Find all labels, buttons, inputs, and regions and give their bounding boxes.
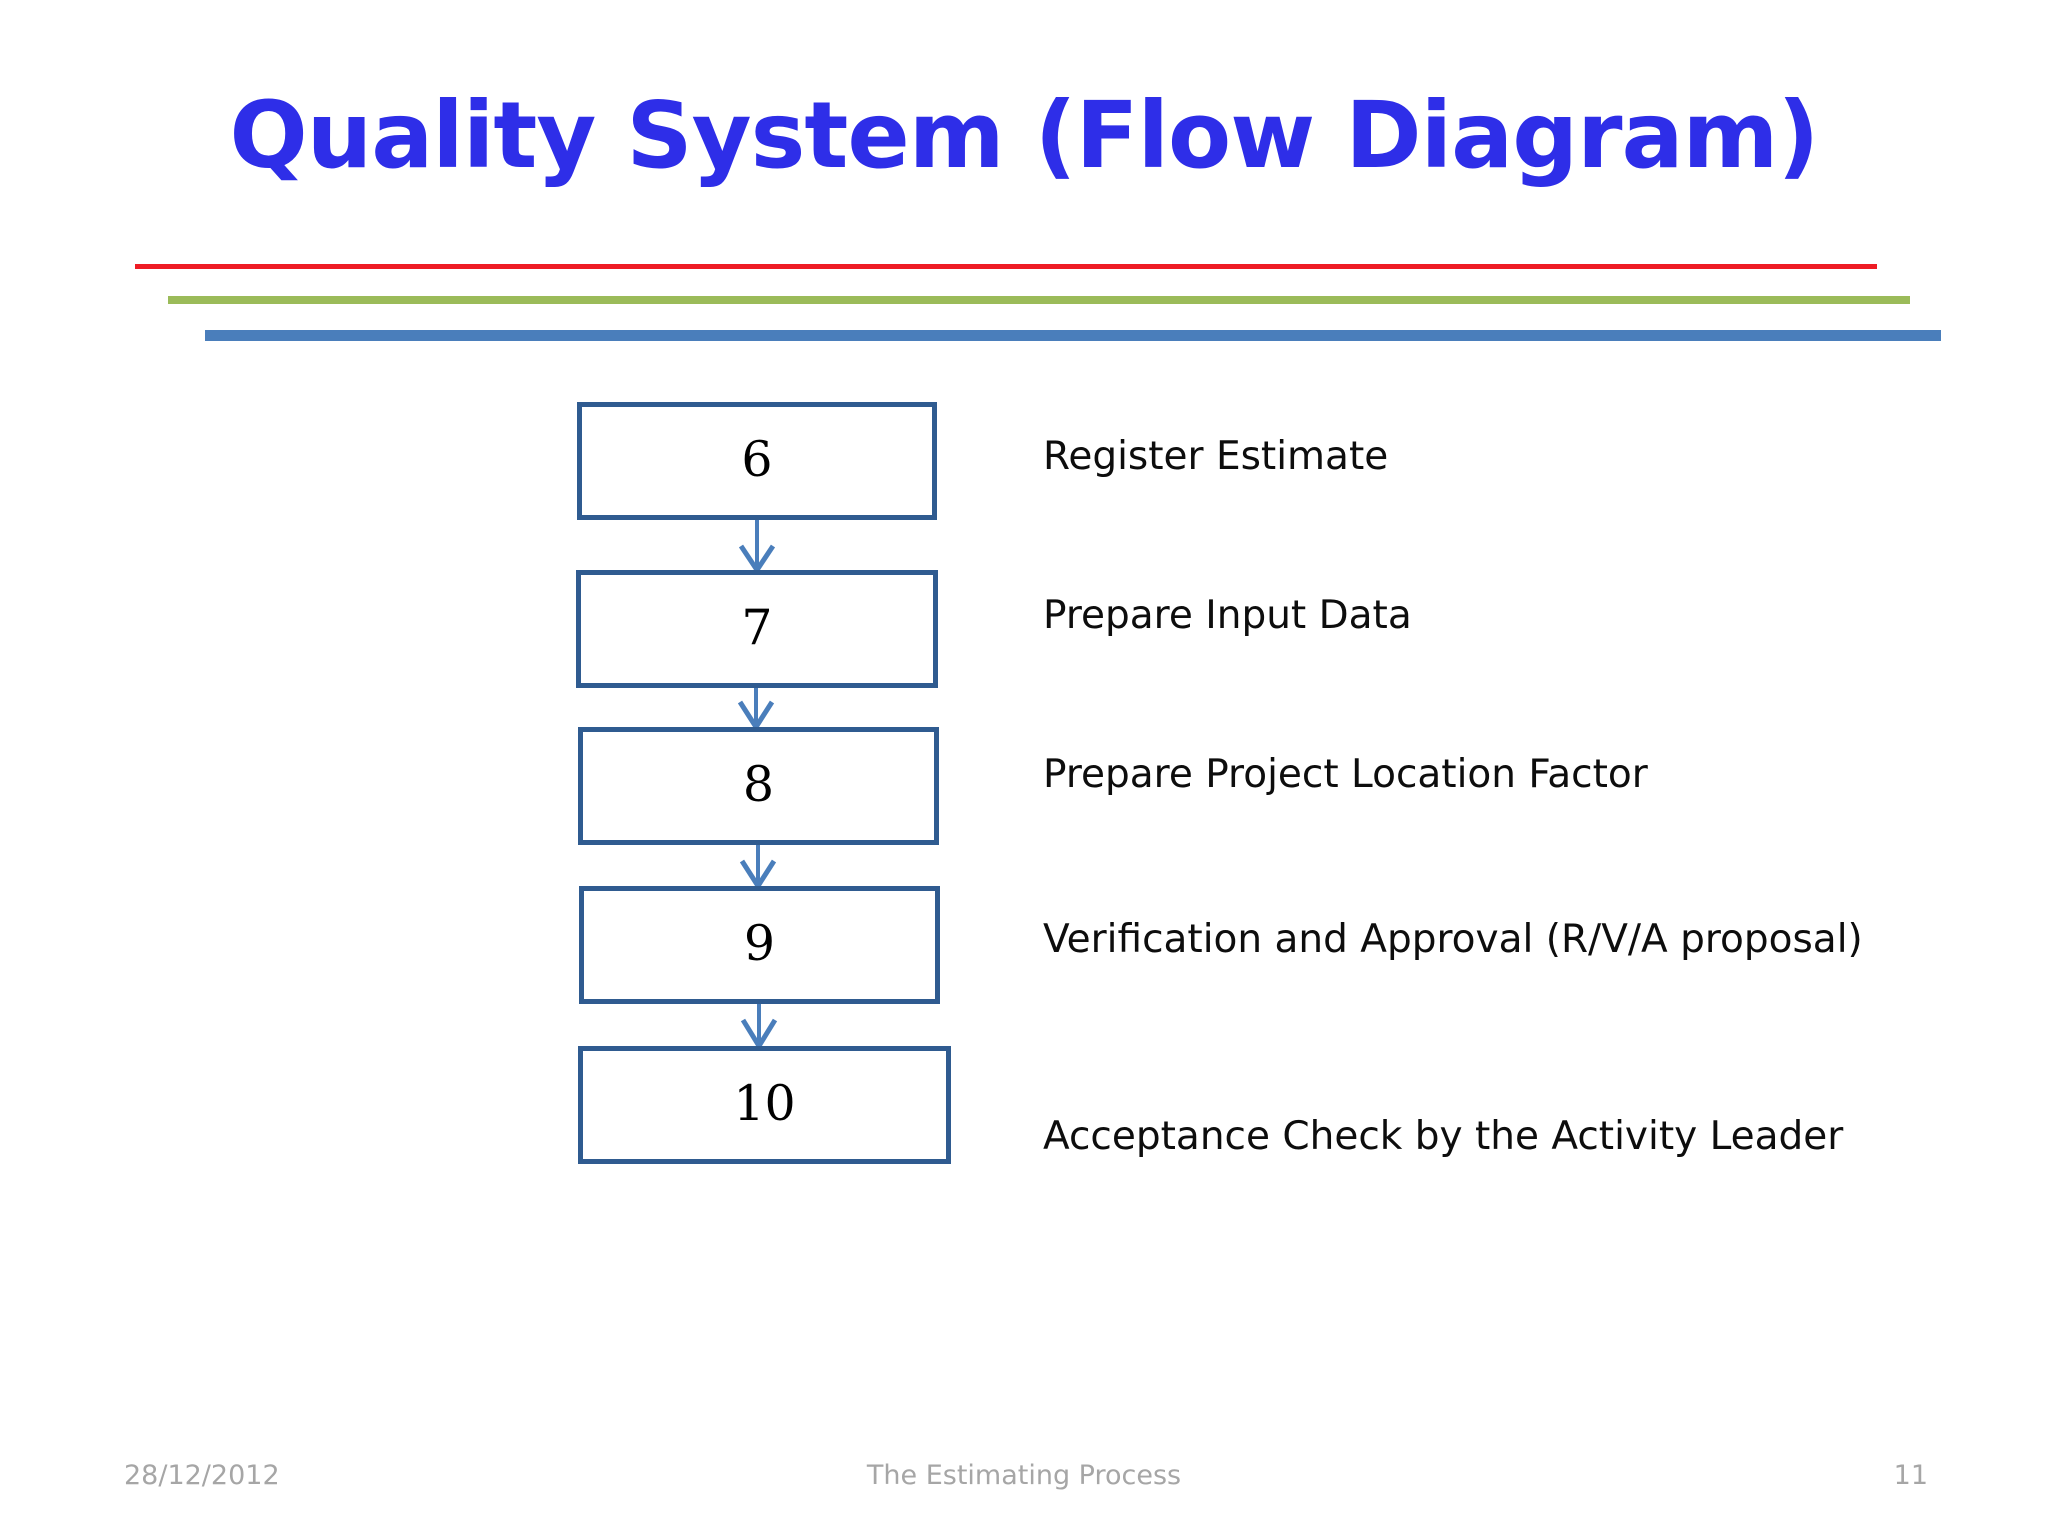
flow-node-number: 6 xyxy=(741,430,773,488)
flow-node-7[interactable]: 7 xyxy=(576,570,938,688)
footer-date: 28/12/2012 xyxy=(124,1460,280,1491)
flow-node-8[interactable]: 8 xyxy=(578,727,939,845)
divider-rule-red xyxy=(135,264,1877,269)
flow-step-label-8: Prepare Project Location Factor xyxy=(1043,752,1648,797)
flow-step-label-9: Verification and Approval (R/V/A proposa… xyxy=(1043,917,1863,962)
arrow-7-to-8 xyxy=(737,688,775,732)
divider-rule-green xyxy=(168,296,1910,304)
arrow-8-to-9 xyxy=(739,845,777,891)
slide-footer: 28/12/2012 The Estimating Process 11 xyxy=(0,1452,2048,1512)
flow-step-label-7: Prepare Input Data xyxy=(1043,593,1412,638)
flow-node-number: 10 xyxy=(733,1074,796,1132)
flow-node-number: 8 xyxy=(742,755,775,813)
divider-rule-blue xyxy=(205,330,1941,341)
flow-node-number: 9 xyxy=(743,914,776,972)
flow-node-6[interactable]: 6 xyxy=(577,402,937,520)
footer-deck-title: The Estimating Process xyxy=(866,1460,1182,1491)
flow-step-label-10: Acceptance Check by the Activity Leader xyxy=(1043,1114,1844,1159)
flow-step-label-6: Register Estimate xyxy=(1043,434,1389,479)
footer-page-number: 11 xyxy=(1893,1460,1928,1491)
page-title: Quality System (Flow Diagram) xyxy=(229,82,1820,189)
flow-node-10[interactable]: 10 xyxy=(578,1046,951,1164)
arrow-6-to-7 xyxy=(738,520,776,575)
flow-node-number: 7 xyxy=(741,598,773,656)
flow-node-9[interactable]: 9 xyxy=(579,886,940,1004)
arrow-9-to-10 xyxy=(740,1004,778,1051)
